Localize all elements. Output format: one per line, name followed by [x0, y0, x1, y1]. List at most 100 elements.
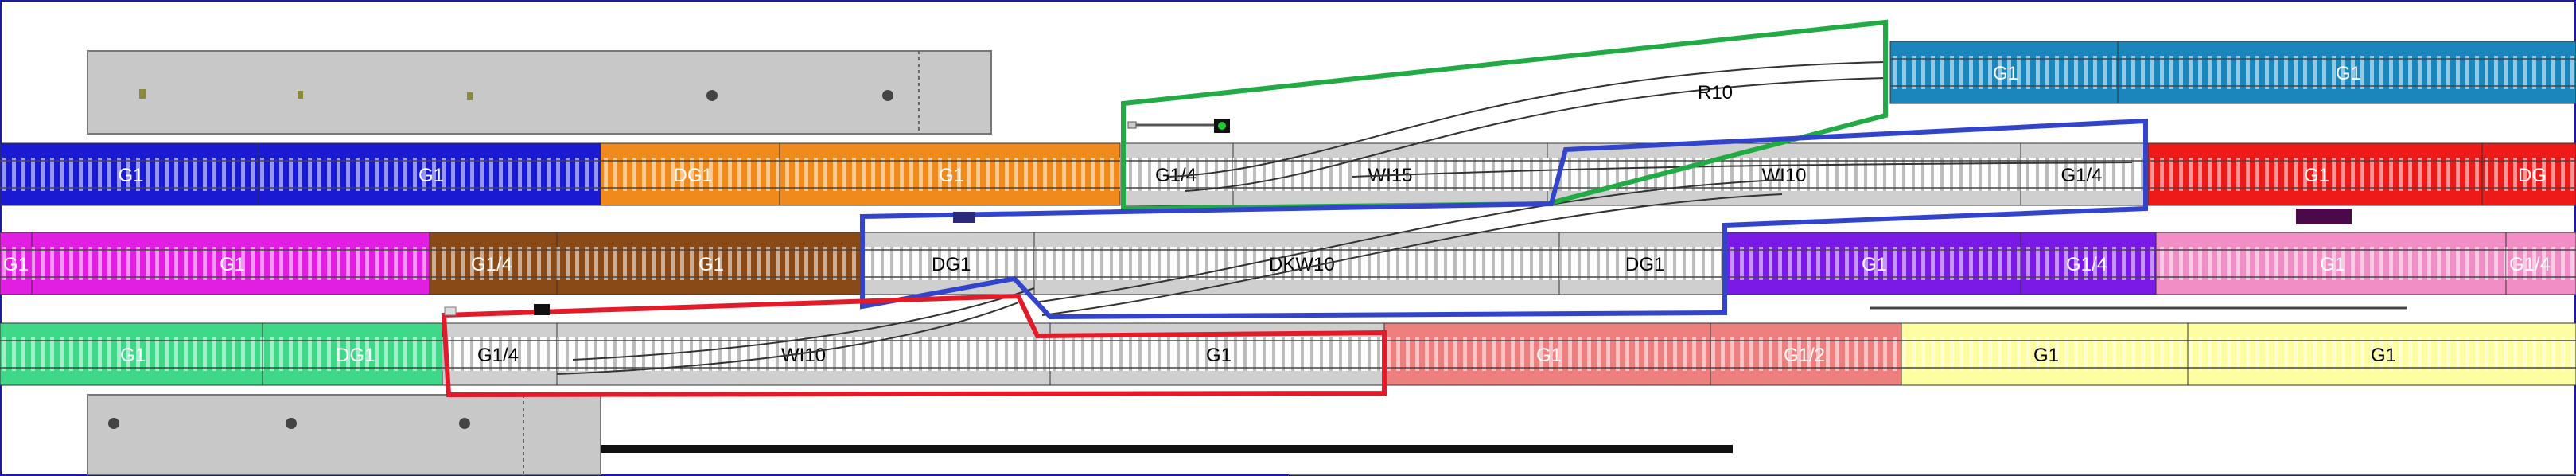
track-segment-row1-0[interactable]: G1 — [1889, 41, 2119, 104]
track-ties — [1384, 337, 1710, 371]
track-segment-row3-8[interactable]: G1/4 — [2020, 232, 2157, 295]
track-label: DKW10 — [1269, 254, 1335, 275]
track-segment-row2-4[interactable]: G1/4 — [1121, 142, 1234, 206]
track-label: G1 — [119, 165, 144, 186]
curve-label-r10: R10 — [1698, 82, 1733, 103]
track-label: G1 — [220, 254, 245, 275]
track-ties — [32, 247, 430, 280]
track-label: G1/4 — [2061, 165, 2103, 186]
track-segment-row4-2[interactable]: G1/4 — [442, 322, 558, 386]
platform-pole-icon — [108, 418, 119, 429]
track-label: G1/4 — [471, 254, 512, 275]
track-segment-row2-2[interactable]: DG1 — [600, 142, 780, 206]
highlight-red-outline — [441, 293, 1387, 398]
track-label: G1 — [3, 254, 29, 275]
track-segment-row2-9[interactable]: DG — [2481, 142, 2576, 206]
track-label: G1 — [1206, 345, 1232, 366]
track-ties — [1559, 247, 1725, 280]
track-ties — [1122, 158, 1233, 191]
track-segment-row3-3[interactable]: G1 — [556, 232, 863, 295]
track-ties — [442, 337, 557, 371]
track-segment-row2-1[interactable]: G1 — [258, 142, 601, 206]
track-segment-row4-3[interactable]: WI10 — [556, 322, 1051, 386]
track-label: G1 — [698, 254, 724, 275]
platform-pole-icon — [882, 90, 893, 101]
track-ties — [0, 158, 259, 191]
platform-pole-icon — [706, 90, 718, 101]
track-segment-row4-1[interactable]: DG1 — [262, 322, 443, 386]
signal-top — [1127, 119, 1230, 133]
track-marker-icon — [2296, 209, 2352, 224]
track-label: G1 — [2336, 63, 2361, 84]
track-ties — [259, 158, 601, 191]
track-ties — [1233, 158, 1547, 191]
platform-light-icon — [139, 89, 146, 99]
track-ties — [557, 337, 1050, 371]
track-ties — [1034, 247, 1559, 280]
track-ties — [2156, 247, 2506, 280]
track-segment-row3-5[interactable]: DKW10 — [1033, 232, 1560, 295]
highlight-green-outline — [1121, 19, 1888, 212]
track-ties — [1710, 337, 1901, 371]
track-label: G1 — [2371, 345, 2396, 366]
track-segment-row3-6[interactable]: DG1 — [1558, 232, 1726, 295]
track-segment-row3-4[interactable]: DG1 — [862, 232, 1035, 295]
track-label: DG1 — [674, 165, 713, 186]
track-segment-row3-0[interactable]: G1 — [0, 232, 33, 295]
track-segment-row2-6[interactable]: WI10 — [1547, 142, 2021, 206]
track-segment-row3-10[interactable]: G1/4 — [2505, 232, 2576, 295]
platform-top — [87, 50, 992, 135]
highlight-blue-outline — [860, 118, 2148, 320]
track-label: G1 — [939, 165, 964, 186]
track-ties — [601, 158, 780, 191]
track-ties — [2482, 158, 2576, 191]
track-ties — [1050, 337, 1384, 371]
track-label: G1/4 — [2509, 254, 2551, 275]
track-segment-row3-1[interactable]: G1 — [31, 232, 430, 295]
track-label: G1/2 — [1784, 345, 1825, 366]
track-segment-row4-7[interactable]: G1 — [1901, 322, 2189, 386]
track-ties — [430, 247, 557, 280]
track-label: G1 — [2304, 165, 2329, 186]
track-ties — [1725, 247, 2021, 280]
track-ties — [862, 247, 1034, 280]
track-segment-row3-9[interactable]: G1 — [2155, 232, 2507, 295]
track-label: DG — [2518, 165, 2547, 186]
track-ties — [2188, 337, 2576, 371]
track-label: G1 — [2033, 345, 2059, 366]
track-segment-row2-0[interactable]: G1 — [0, 142, 259, 206]
track-segment-row4-6[interactable]: G1/2 — [1710, 322, 1902, 386]
track-ties — [780, 158, 1120, 191]
track-segment-row2-3[interactable]: G1 — [779, 142, 1121, 206]
track-ties — [0, 247, 32, 280]
platform-bottom — [87, 394, 601, 475]
track-ties — [2148, 158, 2482, 191]
track-segment-row1-1[interactable]: G1 — [2117, 41, 2576, 104]
track-segment-row3-7[interactable]: G1 — [1724, 232, 2021, 295]
track-segment-row4-0[interactable]: G1 — [0, 322, 263, 386]
track-ties — [2021, 247, 2156, 280]
track-ties — [2506, 247, 2576, 280]
platform-pole-icon — [459, 418, 470, 429]
track-segment-row3-2[interactable]: G1/4 — [429, 232, 558, 295]
track-label: G1 — [418, 165, 444, 186]
track-ties — [557, 247, 862, 280]
track-segment-row2-8[interactable]: G1 — [2147, 142, 2483, 206]
platform-pole-icon — [286, 418, 297, 429]
track-segment-row2-5[interactable]: WI15 — [1232, 142, 1548, 206]
track-segment-row4-8[interactable]: G1 — [2187, 322, 2576, 386]
track-label: G1 — [1536, 345, 1562, 366]
track-label: WI10 — [1762, 165, 1807, 186]
switch-rails — [556, 61, 2133, 375]
platform-light-icon — [298, 91, 303, 99]
track-segment-row4-5[interactable]: G1 — [1383, 322, 1711, 386]
track-label: DG1 — [336, 345, 375, 366]
track-marker-icon — [444, 306, 457, 316]
track-label: G1 — [2320, 254, 2345, 275]
track-label: G1 — [1862, 254, 1887, 275]
track-ties — [1901, 337, 2188, 371]
track-label: DG1 — [1625, 254, 1664, 275]
track-label: G1/4 — [477, 345, 519, 366]
track-segment-row2-7[interactable]: G1/4 — [2020, 142, 2146, 206]
